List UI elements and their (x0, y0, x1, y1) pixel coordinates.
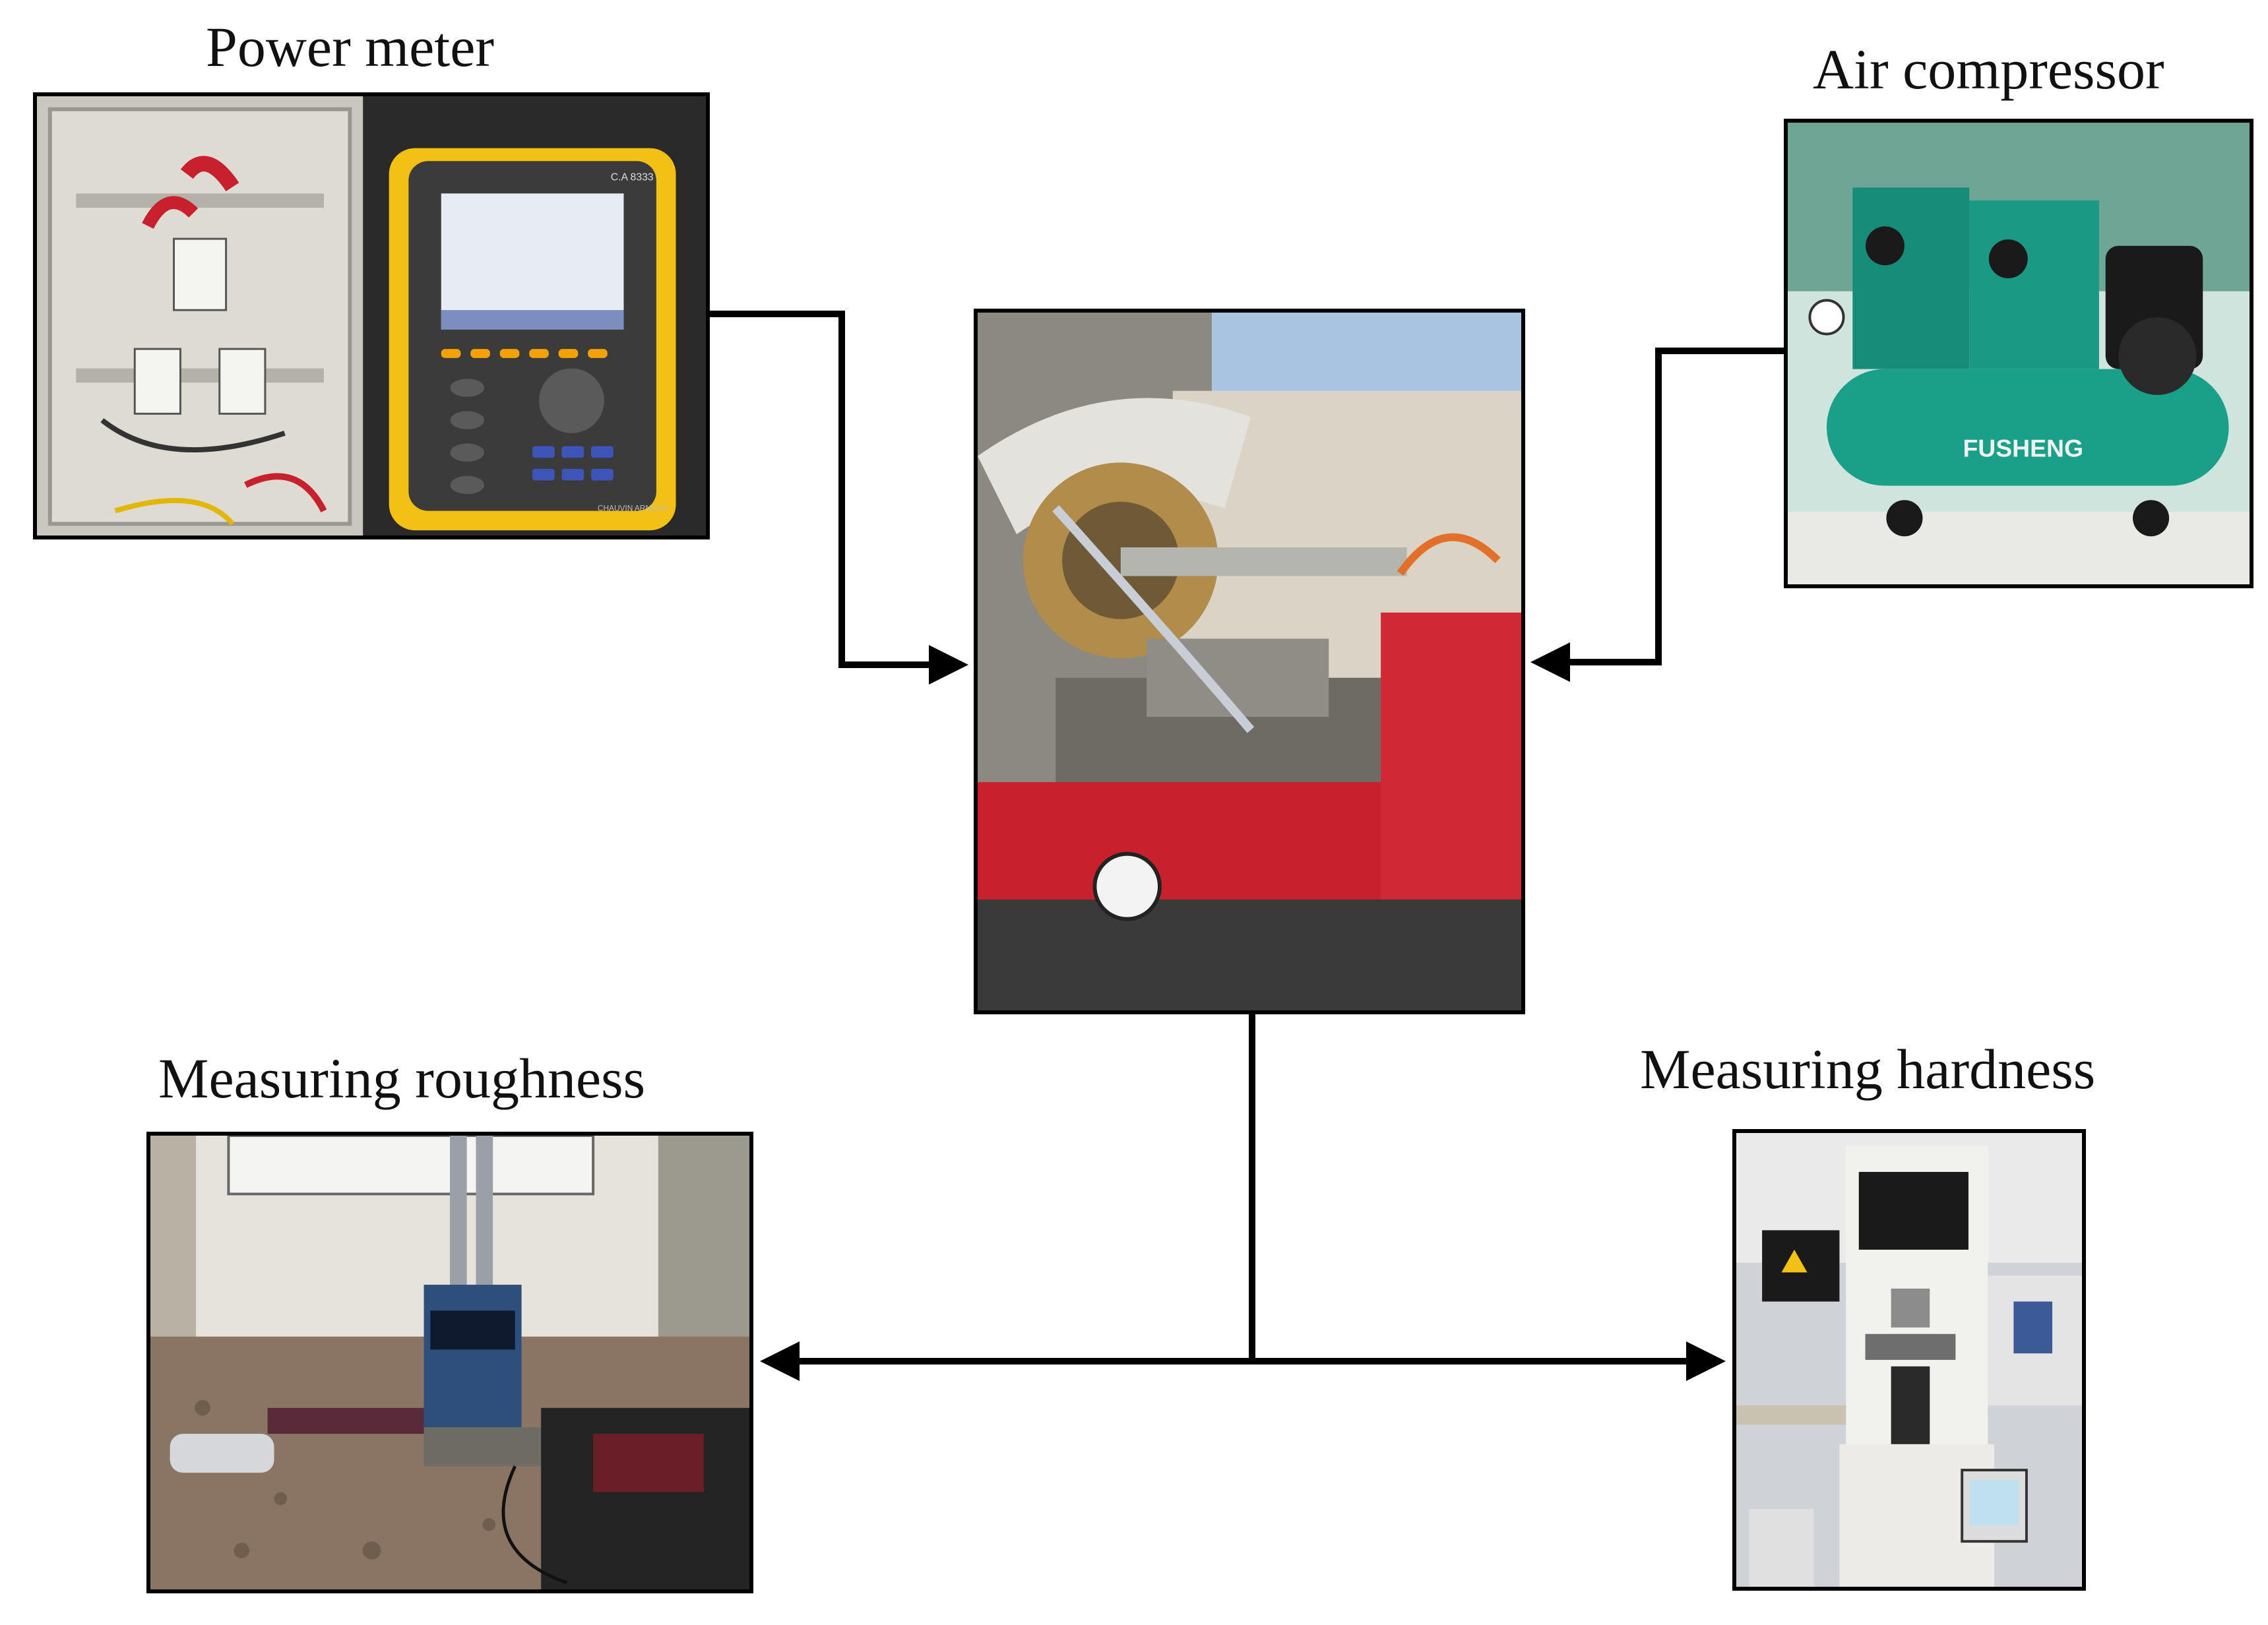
meter-model-text: C.A 8333 (611, 172, 654, 183)
arrow-compressor-to-lathe (1530, 348, 1784, 682)
label-measuring-roughness: Measuring roughness (158, 1047, 646, 1110)
hardness-tester-photo (1732, 1129, 2086, 1591)
label-air-compressor: Air compressor (1813, 38, 2164, 101)
roughness-tester-photo (146, 1132, 753, 1593)
lathe-machine-photo (974, 309, 1525, 1014)
meter-brand-text: CHAUVIN ARNOUX (598, 504, 668, 513)
power-meter-photo: C.A 8333 CHAUVIN ARNOUX (33, 92, 710, 539)
label-power-meter: Power meter (206, 15, 495, 78)
arrow-power-meter-to-lathe (710, 311, 968, 685)
air-compressor-photo: FUSHENG (1784, 119, 2253, 588)
compressor-brand-text: FUSHENG (1963, 434, 2083, 462)
label-measuring-hardness: Measuring hardness (1640, 1037, 2096, 1101)
